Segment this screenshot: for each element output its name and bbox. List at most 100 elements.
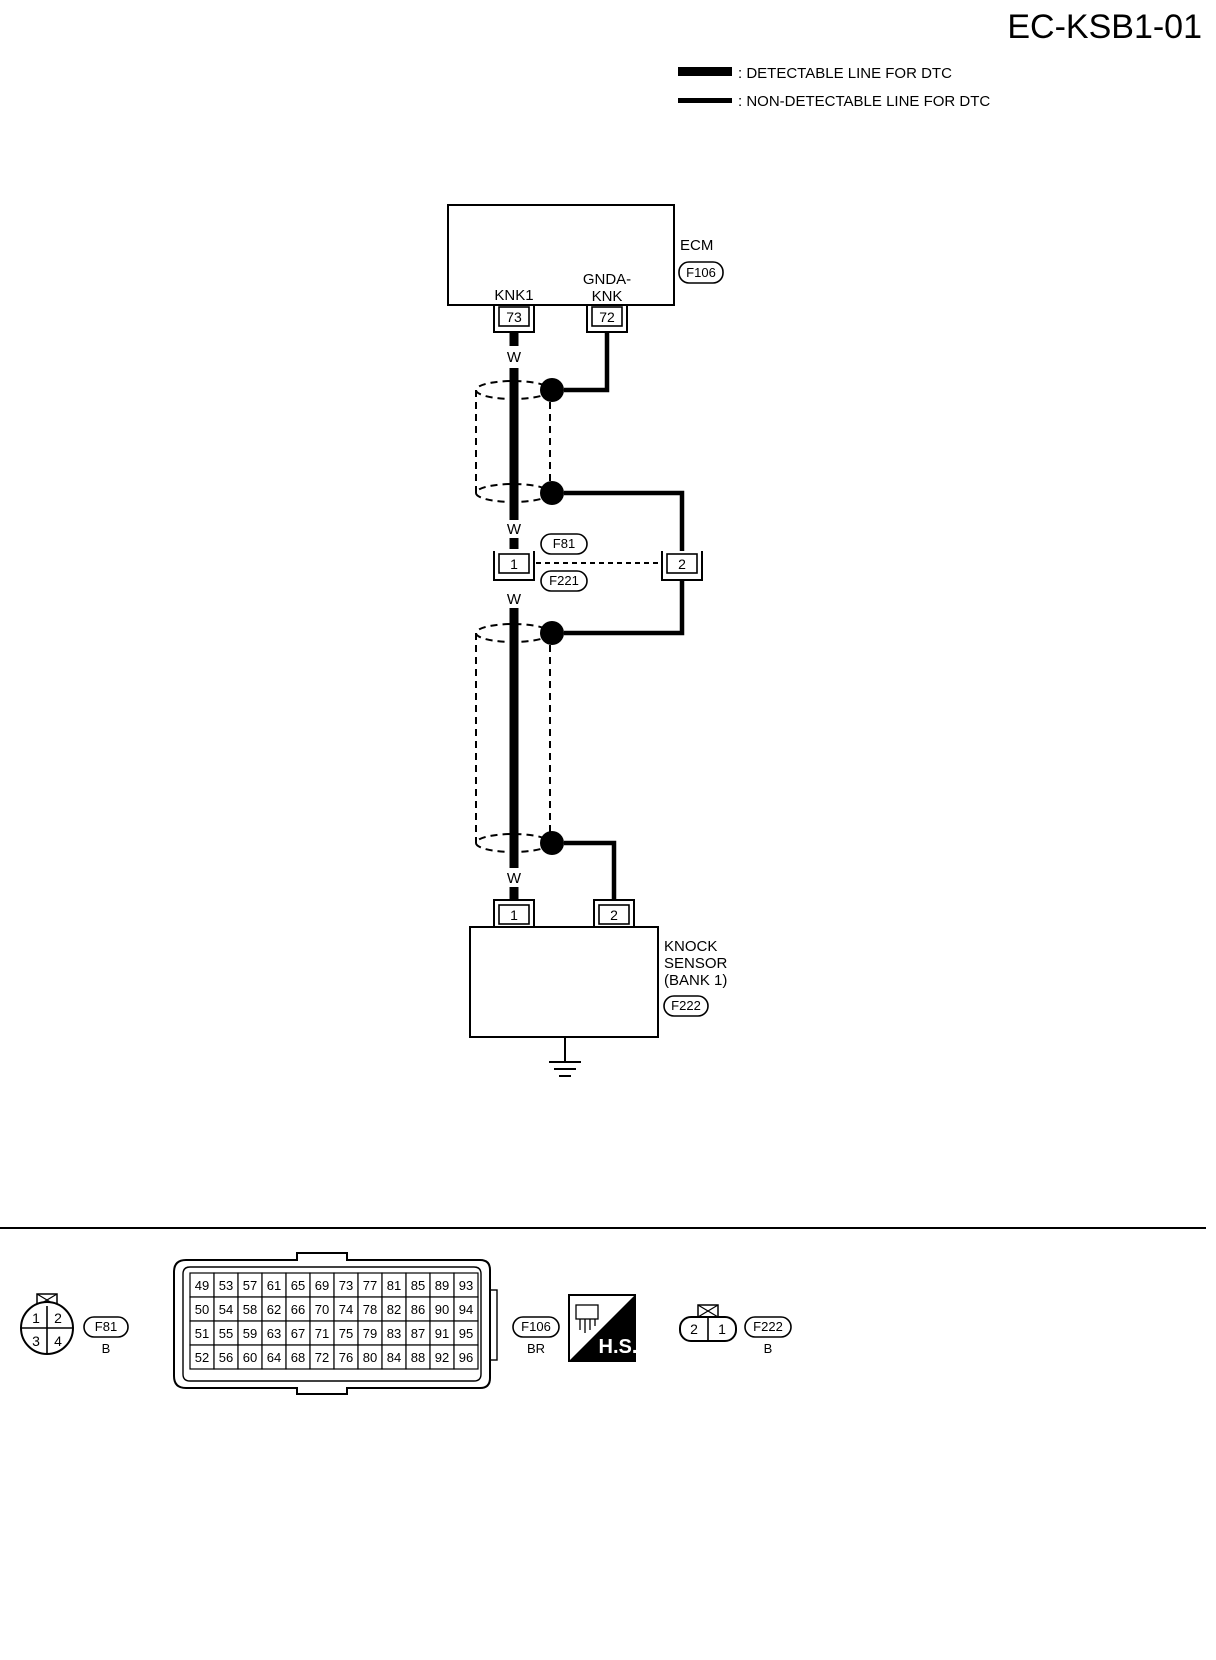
svg-text:1: 1 [32, 1310, 40, 1326]
hs-label: H.S. [599, 1336, 638, 1358]
f106-pin-cell [261, 1272, 287, 1298]
f106-pin-number: 64 [267, 1350, 281, 1365]
joint-connector: 1 2 F81 F221 [493, 533, 703, 592]
f106-pin-number: 62 [267, 1302, 281, 1317]
f106-pin-number: 60 [243, 1350, 257, 1365]
f106-pin-cell [285, 1344, 311, 1370]
f106-pin-cell [381, 1344, 407, 1370]
f106-pin-number: 78 [363, 1302, 377, 1317]
non-detectable-line-sample [678, 98, 732, 103]
f106-pin-cell [333, 1272, 359, 1298]
f106-pin-cell [381, 1272, 407, 1298]
upper-shield [475, 378, 564, 505]
wire-color-mid-lower: W [507, 591, 522, 608]
svg-text:F221: F221 [549, 573, 579, 588]
page-code: EC-KSB1-01 [1007, 8, 1202, 46]
f106-pin-number: 49 [195, 1278, 209, 1293]
connector-view-f81: 1 2 3 4 F81 B [20, 1293, 129, 1356]
f106-pin-number: 59 [243, 1326, 257, 1341]
f106-pin-number: 70 [315, 1302, 329, 1317]
f106-pin-cell [237, 1272, 263, 1298]
wire-color-top: W [507, 349, 522, 366]
f106-pin-number: 51 [195, 1326, 209, 1341]
f106-pin-cell [213, 1272, 239, 1298]
f106-pin-number: 86 [411, 1302, 425, 1317]
f106-pin-cell [237, 1344, 263, 1370]
f106-pin-cell [453, 1320, 479, 1346]
f106-pin-number: 67 [291, 1326, 305, 1341]
f106-pin-number: 52 [195, 1350, 209, 1365]
svg-text:73: 73 [506, 309, 522, 325]
f222-color: B [764, 1341, 773, 1356]
f106-pin-cell [429, 1272, 455, 1298]
ecm-label: ECM [680, 237, 713, 254]
f106-pin-cell [405, 1320, 431, 1346]
f106-pin-cell [189, 1272, 215, 1298]
sensor-connector-badge: F222 [663, 995, 709, 1017]
f106-pin-number: 91 [435, 1326, 449, 1341]
f106-pin-number: 83 [387, 1326, 401, 1341]
f106-pin-cell [189, 1320, 215, 1346]
f81-color: B [102, 1341, 111, 1356]
ecm-block: ECM F106 KNK1 GNDA- KNK 73 72 [447, 204, 724, 333]
sensor-label-line2: SENSOR [664, 955, 728, 972]
sensor-pin-2: 2 [593, 899, 635, 927]
knock-sensor: 1 2 KNOCK SENSOR (BANK 1) F222 [469, 899, 728, 1077]
wire-color-mid-upper: W [507, 521, 522, 538]
svg-text:2: 2 [678, 556, 686, 572]
f106-pin-number: 82 [387, 1302, 401, 1317]
connector-lock-icon-f222 [697, 1304, 719, 1318]
f222-code: F222 [753, 1319, 783, 1334]
f106-pin-number: 77 [363, 1278, 377, 1293]
f106-pin-number: 75 [339, 1326, 353, 1341]
f106-color: BR [527, 1341, 545, 1356]
f106-pin-cell [309, 1320, 335, 1346]
f81-code: F81 [95, 1319, 117, 1334]
sensor-pin-1: 1 [493, 899, 535, 927]
f106-pin-cell [453, 1344, 479, 1370]
f106-pin-cell [237, 1296, 263, 1322]
f106-pin-number: 74 [339, 1302, 353, 1317]
connector-view-f222: 2 1 F222 B [679, 1304, 792, 1356]
svg-text:1: 1 [510, 556, 518, 572]
ground-symbol-icon [549, 1037, 581, 1077]
svg-text:2: 2 [610, 907, 618, 923]
f106-pin-number: 90 [435, 1302, 449, 1317]
f106-pin-number: 72 [315, 1350, 329, 1365]
f106-pin-number: 53 [219, 1278, 233, 1293]
shield-splice-4 [540, 831, 564, 855]
joint-pin-1: 1 [493, 551, 535, 581]
f106-pin-number: 66 [291, 1302, 305, 1317]
f106-pin-number: 55 [219, 1326, 233, 1341]
joint-pin-2: 2 [661, 551, 703, 581]
joint-connector-code-a: F81 [540, 533, 588, 555]
f106-pin-cell [405, 1344, 431, 1370]
f106-pin-cell [309, 1344, 335, 1370]
f106-pin-cell [333, 1344, 359, 1370]
shield-ground-wires [564, 332, 685, 900]
f106-pin-number: 81 [387, 1278, 401, 1293]
f106-pin-number: 54 [219, 1302, 233, 1317]
f106-pin-cell [405, 1272, 431, 1298]
f106-pin-cell [261, 1344, 287, 1370]
legend-non-detectable: : NON-DETECTABLE LINE FOR DTC [738, 93, 990, 110]
f106-pin-number: 73 [339, 1278, 353, 1293]
harness-side-badge: H.S. [568, 1294, 638, 1362]
ecm-box [447, 204, 675, 306]
f106-pin-number: 88 [411, 1350, 425, 1365]
sensor-label-line3: (BANK 1) [664, 972, 727, 989]
svg-text:72: 72 [599, 309, 615, 325]
f106-pin-number: 65 [291, 1278, 305, 1293]
f106-pin-cell [453, 1296, 479, 1322]
sensor-label-line1: KNOCK [664, 938, 717, 955]
f106-pin-number: 85 [411, 1278, 425, 1293]
f106-pin-number: 84 [387, 1350, 401, 1365]
shield-splice-1 [540, 378, 564, 402]
f106-pin-number: 76 [339, 1350, 353, 1365]
f106-pin-number: 58 [243, 1302, 257, 1317]
wire-color-bottom: W [507, 870, 522, 887]
shield-splice-2 [540, 481, 564, 505]
sensor-box [469, 926, 659, 1038]
